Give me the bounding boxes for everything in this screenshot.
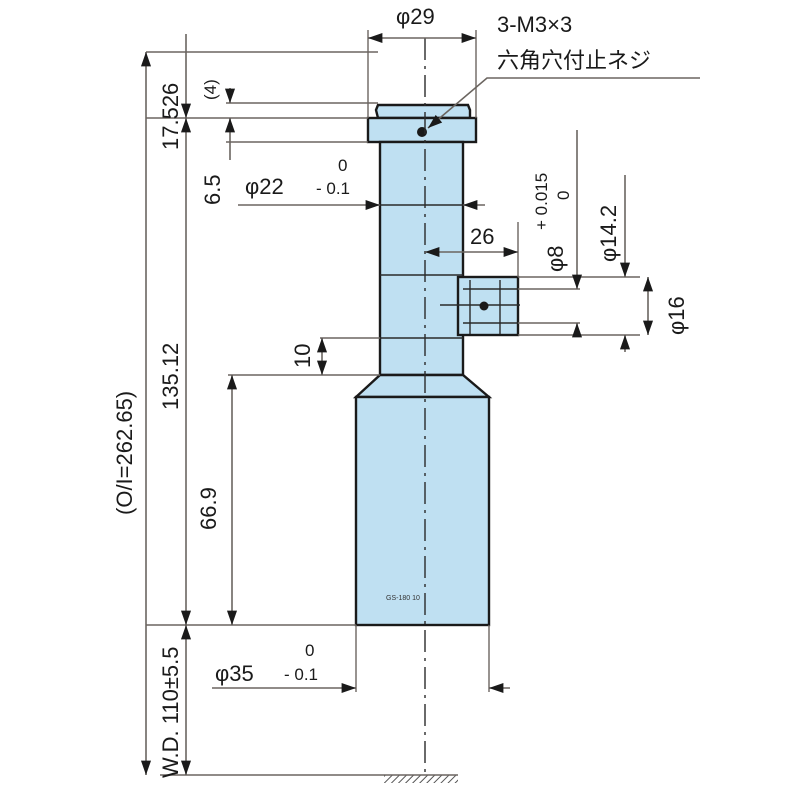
dim-port-inner-diameter: φ14.2 <box>596 204 621 262</box>
dim-port-bore: φ8 <box>543 245 568 272</box>
dim-bottom-diameter-lower-tol: - 0.1 <box>284 665 319 684</box>
dim-port-bore-lower-tol: 0 <box>554 190 573 200</box>
dim-bottom-diameter-upper-tol: 0 <box>305 641 315 660</box>
dim-top-section-height: 17.526 <box>158 82 183 150</box>
dim-working-distance: W.D. 110±5.5 <box>158 646 183 778</box>
body-marking: GS-180 10 <box>386 595 420 602</box>
screw-callout-spec: 3-M3×3 <box>497 12 573 37</box>
dim-mid-diameter-lower-tol: - 0.1 <box>316 179 351 198</box>
dim-lower-length: 66.9 <box>196 487 221 530</box>
ground-hatch <box>384 775 458 783</box>
dim-port-outer-diameter: φ16 <box>664 296 689 335</box>
dim-mid-diameter-upper-tol: 0 <box>338 156 348 175</box>
dim-top-diameter: φ29 <box>396 4 435 29</box>
dim-mid-diameter: φ22 <box>245 174 284 199</box>
dim-port-bore-upper-tol: + 0.015 <box>532 172 551 230</box>
dim-overall-length: (O/I=262.65) <box>112 390 137 515</box>
dim-flange-height: (4) <box>201 79 220 100</box>
dim-bottom-diameter: φ35 <box>215 661 254 686</box>
dim-neck-step: 10 <box>290 343 315 368</box>
dim-upper-length: 135.12 <box>158 342 183 410</box>
dim-port-offset: 26 <box>470 224 495 249</box>
screw-callout-type: 六角穴付止ネジ <box>497 48 652 73</box>
dim-flange-step: 6.5 <box>200 174 225 205</box>
lens-body <box>352 103 520 627</box>
